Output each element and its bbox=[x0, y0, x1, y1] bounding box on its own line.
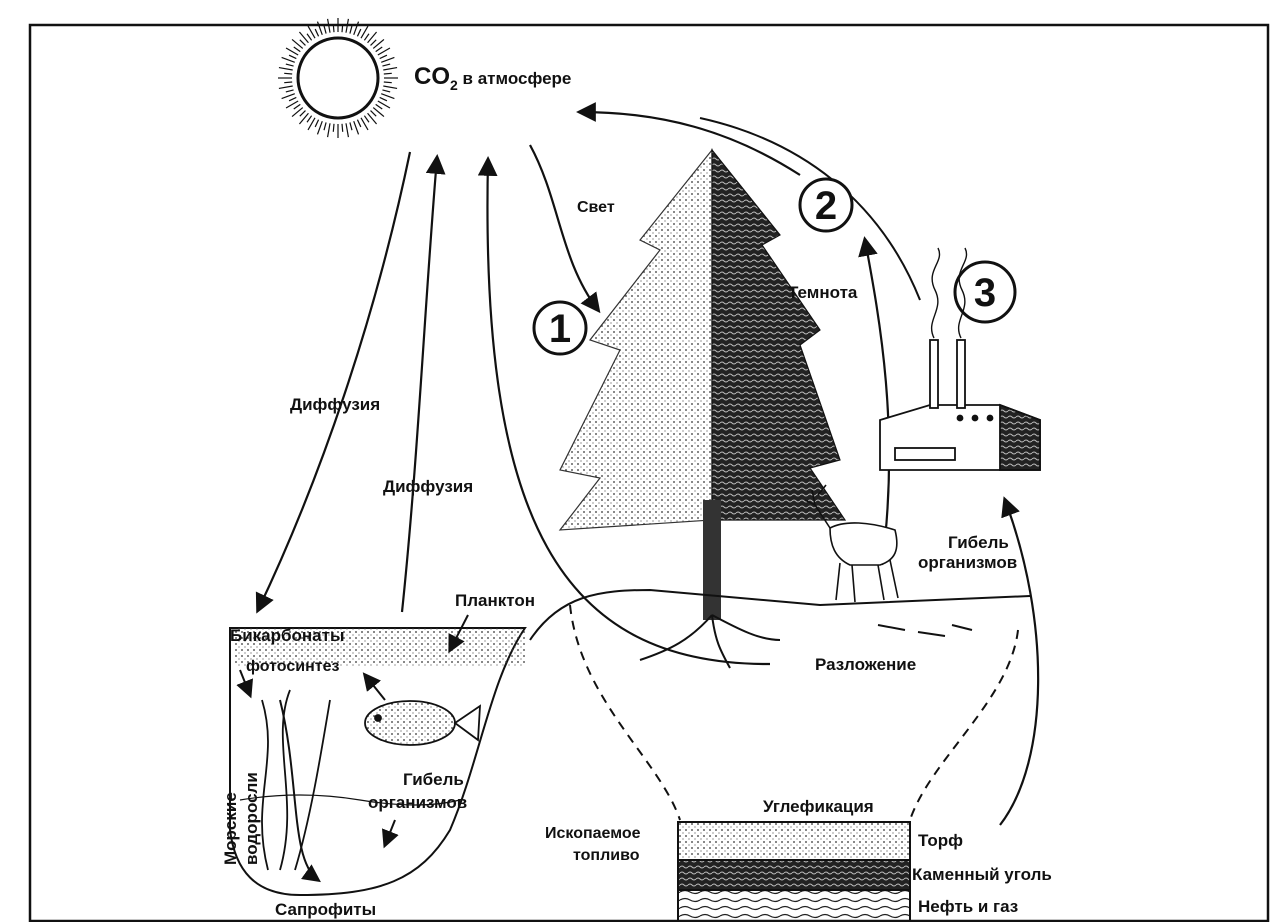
sun-ray bbox=[282, 57, 295, 62]
sun-ray bbox=[284, 82, 292, 83]
sun-ray bbox=[383, 86, 397, 88]
sun-ray bbox=[364, 116, 369, 123]
seaweed-label-1: Морские bbox=[221, 792, 240, 865]
animal-to-atmosphere-arrow bbox=[865, 240, 889, 565]
sun-ray bbox=[350, 26, 352, 34]
sun-ray bbox=[376, 47, 383, 52]
sun-ray bbox=[380, 97, 387, 100]
peat-label: Торф bbox=[918, 831, 963, 850]
photosynthesis-label: фотосинтез bbox=[246, 658, 339, 675]
diffusion-label-2: Диффузия bbox=[383, 477, 473, 496]
sun-ray bbox=[315, 29, 318, 36]
death-water-label-1: Гибель bbox=[403, 770, 464, 789]
dark-label: Темнота bbox=[788, 283, 858, 302]
sun-ray bbox=[380, 55, 387, 58]
sun-ray bbox=[381, 57, 394, 62]
sun-ray bbox=[279, 68, 293, 70]
sun-ray bbox=[384, 73, 392, 74]
death-land-label-2: организмов bbox=[918, 553, 1017, 572]
fossil-label-2: топливо bbox=[573, 847, 640, 864]
sun-ray bbox=[371, 111, 377, 117]
sun-ray bbox=[289, 97, 296, 100]
sun-ray bbox=[384, 82, 392, 83]
sun-ray bbox=[381, 94, 394, 99]
bicarbonates-label: Бикарбонаты bbox=[230, 626, 344, 645]
coalification-dashed-right bbox=[910, 630, 1018, 820]
sun-ray bbox=[294, 104, 301, 109]
svg-text:2: 2 bbox=[815, 184, 837, 228]
sun-ray bbox=[282, 94, 295, 99]
fossil-fuel-layers bbox=[678, 822, 910, 921]
diffusion-arrow-down bbox=[258, 152, 410, 610]
sun-ray bbox=[307, 34, 312, 41]
death-land-label-1: Гибель bbox=[948, 533, 1009, 552]
oil-gas-label: Нефть и газ bbox=[918, 897, 1018, 916]
sun-ray bbox=[284, 73, 292, 74]
sun-ray bbox=[315, 120, 318, 127]
sun-ray bbox=[350, 122, 352, 130]
sun-ray bbox=[300, 40, 306, 46]
sun-ray bbox=[317, 121, 322, 134]
marker-2: 2 bbox=[800, 179, 852, 231]
svg-text:1: 1 bbox=[549, 307, 571, 351]
sun-ray bbox=[294, 47, 301, 52]
sun-ray bbox=[342, 124, 343, 132]
seaweed-label-2: водоросли bbox=[242, 772, 261, 865]
light-arrow bbox=[530, 145, 598, 310]
sun-ray bbox=[300, 111, 306, 117]
coalification-dashed-left bbox=[570, 605, 680, 820]
sun-ray bbox=[357, 29, 360, 36]
diffusion-arrow-up bbox=[402, 158, 437, 612]
sun-icon bbox=[278, 18, 398, 138]
bones-icon bbox=[878, 625, 972, 636]
sun-ray bbox=[364, 34, 369, 41]
tree-to-atmosphere-arrow bbox=[580, 112, 800, 175]
sun-ray bbox=[324, 26, 326, 34]
sun-ray bbox=[376, 104, 383, 109]
sun-ray bbox=[354, 22, 359, 35]
svg-text:3: 3 bbox=[974, 271, 996, 315]
sun-ray bbox=[333, 124, 334, 132]
coalification-label: Углефикация bbox=[763, 797, 874, 816]
coal-label: Каменный уголь bbox=[912, 865, 1052, 884]
sun-ray bbox=[307, 116, 312, 123]
marker-3: 3 bbox=[955, 262, 1015, 322]
factory-illustration bbox=[880, 340, 1040, 470]
decomposition-label: Разложение bbox=[815, 655, 916, 674]
saprophytes-label: Сапрофиты bbox=[275, 900, 376, 919]
sun-ray bbox=[333, 24, 334, 32]
sun-ray bbox=[279, 86, 293, 88]
sun-ray bbox=[324, 122, 326, 130]
marker-1: 1 bbox=[534, 302, 586, 354]
sun-ray bbox=[371, 40, 377, 46]
sun-ray bbox=[346, 123, 348, 137]
sun-ray bbox=[342, 24, 343, 32]
fossil-label-1: Ископаемое bbox=[545, 825, 641, 842]
sun-ray bbox=[328, 123, 330, 137]
co2-label: CO2 в атмосфере bbox=[414, 63, 571, 93]
sun-ray bbox=[286, 64, 294, 66]
sun-ray bbox=[382, 64, 390, 66]
sun-ray bbox=[317, 22, 322, 35]
plankton-label: Планктон bbox=[455, 591, 535, 610]
diffusion-label-1: Диффузия bbox=[290, 395, 380, 414]
spruce-tree-illustration bbox=[560, 150, 845, 668]
sun-ray bbox=[286, 90, 294, 92]
sun-ray bbox=[354, 121, 359, 134]
sun-ray bbox=[357, 120, 360, 127]
death-water-label-2: организмов bbox=[368, 793, 467, 812]
sun-ray bbox=[382, 90, 390, 92]
sun-ray bbox=[383, 68, 397, 70]
sun-ray bbox=[289, 55, 296, 58]
light-label: Свет bbox=[577, 199, 615, 216]
